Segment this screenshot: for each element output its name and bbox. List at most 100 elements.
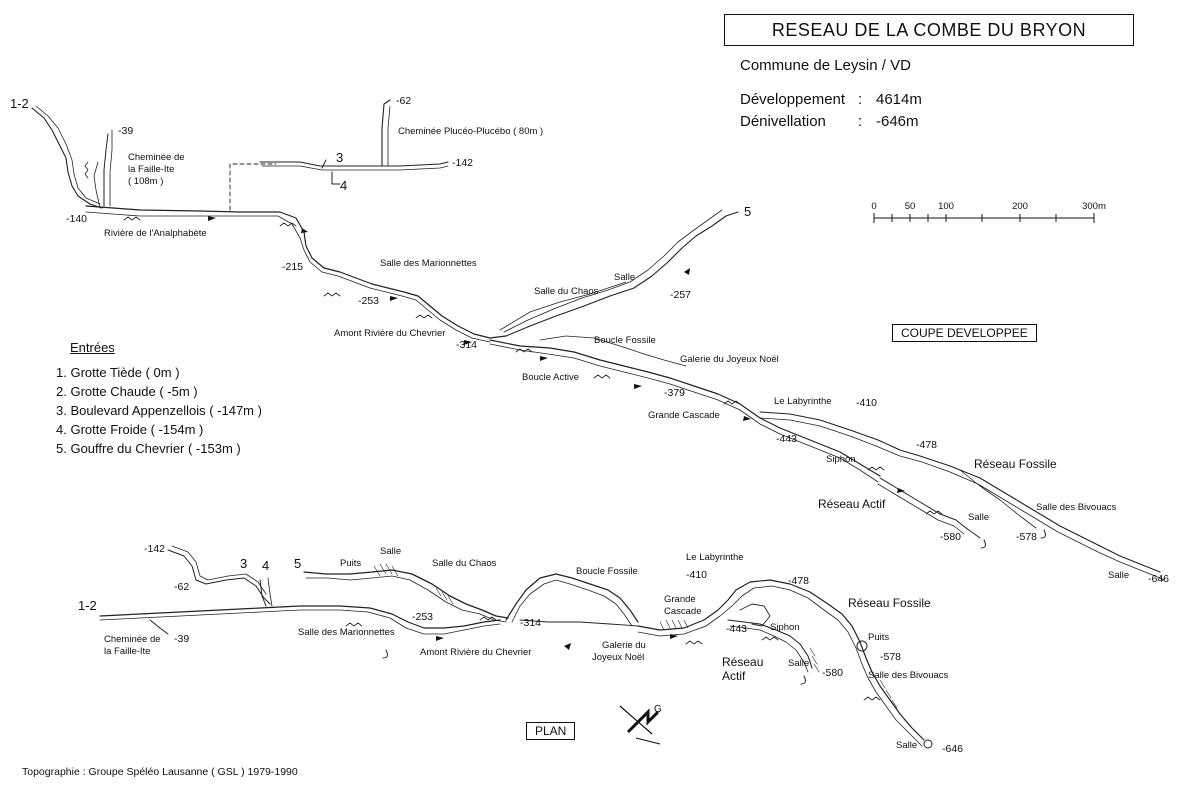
depth-label: -443	[726, 623, 747, 635]
place-label-large: Actif	[722, 669, 746, 683]
place-label: Salle	[1108, 570, 1129, 581]
depth-label: -62	[174, 581, 189, 593]
stat-value: -646m	[876, 113, 919, 130]
legend-item: 5. Gouffre du Chevrier ( -153m )	[56, 441, 241, 456]
place-label: Le Labyrinthe	[774, 396, 832, 407]
stat-value: 4614m	[876, 91, 922, 108]
place-label: Galerie du	[602, 640, 646, 651]
place-label: Grande Cascade	[648, 410, 720, 421]
entry-label-5: 5	[294, 556, 301, 571]
depth-label: -140	[66, 213, 87, 225]
depth-label: -253	[412, 611, 433, 623]
place-label: la Faille-Ite	[104, 646, 150, 657]
depth-label: -478	[788, 575, 809, 587]
place-label: Cheminée de	[104, 634, 161, 645]
plan-flow-arrows	[345, 616, 881, 701]
entry-label-4: 4	[340, 178, 347, 193]
place-label: Cheminée de	[128, 152, 185, 163]
place-label: la Faille-Ite	[128, 164, 174, 175]
place-label: Puits	[340, 558, 361, 569]
profile-sump-marks	[980, 529, 1165, 581]
depth-label: -257	[670, 289, 691, 301]
profile-arrow-heads	[208, 216, 905, 493]
place-label: Boucle Fossile	[576, 566, 638, 577]
stat-developpement: Développement:4614m	[740, 91, 922, 108]
depth-label: -410	[856, 397, 877, 409]
legend-item: 4. Grotte Froide ( -154m )	[56, 422, 204, 437]
stat-label: Développement	[740, 91, 846, 108]
depth-label: -215	[282, 261, 303, 273]
profile-flow-arrows	[84, 161, 943, 515]
entry-label-5: 5	[744, 204, 751, 219]
depth-label: -580	[940, 531, 961, 543]
north-letter: G	[654, 704, 662, 715]
depth-label: -578	[1016, 531, 1037, 543]
place-label: Salle du Chaos	[432, 558, 497, 569]
place-label-large: Réseau Fossile	[848, 596, 931, 610]
place-label: Galerie du Joyeux Noël	[680, 354, 779, 365]
depth-label: -314	[456, 339, 477, 351]
north-arrow-icon: G	[619, 704, 662, 745]
depth-label: -646	[942, 743, 963, 755]
depth-label: -39	[118, 125, 133, 137]
scale-tick-label: 100	[938, 201, 954, 212]
place-label: Salle des Marionnettes	[298, 627, 395, 638]
scale-tick-label: 300m	[1082, 201, 1106, 212]
place-label: Puits	[868, 632, 889, 643]
place-label: Grande	[664, 594, 696, 605]
depth-label: -142	[144, 543, 165, 555]
place-label: Salle du Chaos	[534, 286, 599, 297]
place-label: Cascade	[664, 606, 702, 617]
place-label: Salle	[968, 512, 989, 523]
place-label: Cheminée Plucéo-Plucébo ( 80m )	[398, 126, 543, 137]
depth-label: -39	[174, 633, 189, 645]
place-label: Boucle Fossile	[594, 335, 656, 346]
place-label: Boucle Active	[522, 372, 579, 383]
depth-label: -443	[776, 433, 797, 445]
scale-bar: 0 50 100 200 300m	[871, 201, 1106, 223]
entry-label-3: 3	[336, 150, 343, 165]
place-label: Siphon	[826, 454, 856, 465]
scale-tick-label: 0	[871, 201, 876, 212]
place-label: Salle	[788, 658, 809, 669]
stat-denivellation: Dénivellation:-646m	[740, 113, 919, 130]
place-label: Le Labyrinthe	[686, 552, 744, 563]
place-label: Amont Rivière du Chevrier	[420, 647, 531, 658]
section-title-box: COUPE DEVELOPPEE	[892, 324, 1037, 342]
place-label: Salle	[614, 272, 635, 283]
place-label-large: Réseau Actif	[818, 497, 886, 511]
depth-label: -478	[916, 439, 937, 451]
scale-tick-label: 200	[1012, 201, 1028, 212]
place-label-large: Réseau	[722, 655, 763, 669]
depth-label: -253	[358, 295, 379, 307]
plan-passages	[99, 545, 925, 747]
legend-item: 1. Grotte Tiède ( 0m )	[56, 365, 180, 380]
plan-labels: 1-2 3 4 5 -142 -62 -39 -253 -314 -410 -4…	[78, 543, 963, 755]
entry-label-4: 4	[262, 558, 269, 573]
profile-passages	[31, 99, 1161, 579]
place-label: ( 108m )	[128, 176, 163, 187]
entry-label-3: 3	[240, 556, 247, 571]
survey-credit: Topographie : Groupe Spéléo Lausanne ( G…	[22, 766, 298, 778]
commune-label: Commune de Leysin / VD	[740, 57, 911, 74]
place-label: Salle	[380, 546, 401, 557]
place-label: Salle des Marionnettes	[380, 258, 477, 269]
entrances-legend: Entrées 1. Grotte Tiède ( 0m ) 2. Grotte…	[56, 340, 262, 458]
plan-room-hatching	[373, 563, 898, 709]
depth-label: -314	[520, 617, 541, 629]
place-label: Salle des Bivouacs	[1036, 502, 1117, 513]
depth-label: -578	[880, 651, 901, 663]
place-label: Salle	[896, 740, 917, 751]
depth-label: -379	[664, 387, 685, 399]
legend-item: 2. Grotte Chaude ( -5m )	[56, 384, 198, 399]
depth-label: -646	[1148, 573, 1169, 585]
scale-tick-label: 50	[905, 201, 916, 212]
place-label: Rivière de l'Analphabète	[104, 228, 207, 239]
stat-label: Dénivellation	[740, 113, 826, 130]
depth-label: -62	[396, 95, 411, 107]
depth-label: -410	[686, 569, 707, 581]
depth-label: -580	[822, 667, 843, 679]
entry-label-1-2: 1-2	[10, 96, 29, 111]
